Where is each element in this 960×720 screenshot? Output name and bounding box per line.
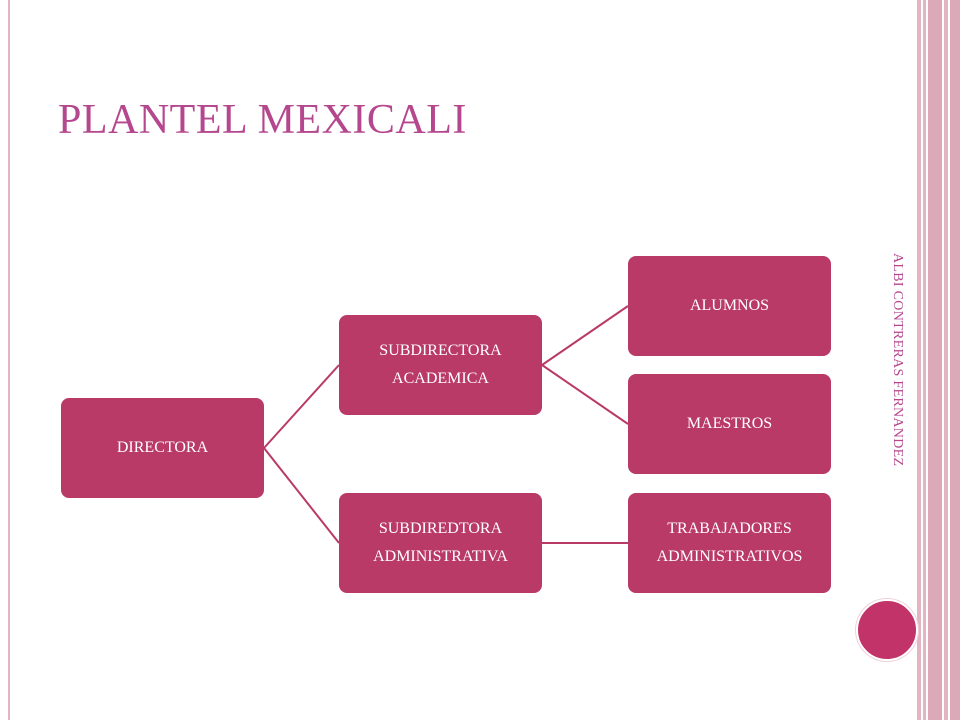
- node-alumnos: ALUMNOS: [628, 256, 831, 356]
- connector-directora-administrativa: [263, 447, 340, 544]
- node-trabajadores-administrativos: TRABAJADORES ADMINISTRATIVOS: [628, 493, 831, 593]
- connector-academica-alumnos: [541, 305, 629, 366]
- slide-left-border: [8, 0, 10, 720]
- slide-title: PLANTEL MEXICALI: [58, 97, 467, 143]
- node-directora: DIRECTORA: [61, 398, 264, 498]
- node-trabajadores-line1: TRABAJADORES: [667, 520, 792, 537]
- node-subdirectora-administrativa-line2: ADMINISTRATIVA: [373, 548, 508, 565]
- node-maestros: MAESTROS: [628, 374, 831, 474]
- node-subdirectora-academica: SUBDIRECTORA ACADEMICA: [339, 315, 542, 415]
- node-subdirectora-academica-line1: SUBDIRECTORA: [379, 342, 502, 359]
- node-subdirectora-academica-line2: ACADEMICA: [392, 370, 489, 387]
- decorative-circle: [856, 599, 918, 661]
- side-author-caption: ALBI CONTRERAS FERNANDEZ: [890, 253, 905, 467]
- node-subdirectora-administrativa: SUBDIREDTORA ADMINISTRATIVA: [339, 493, 542, 593]
- connector-academica-maestros: [541, 364, 629, 425]
- node-directora-label: DIRECTORA: [116, 439, 209, 456]
- node-alumnos-label: ALUMNOS: [689, 297, 770, 314]
- node-subdirectora-administrativa-line1: SUBDIREDTORA: [378, 520, 503, 537]
- node-trabajadores-line2: ADMINISTRATIVOS: [656, 548, 803, 565]
- connector-directora-academica: [263, 364, 340, 449]
- slide-right-stripes: [917, 0, 960, 720]
- node-maestros-label: MAESTROS: [686, 415, 773, 432]
